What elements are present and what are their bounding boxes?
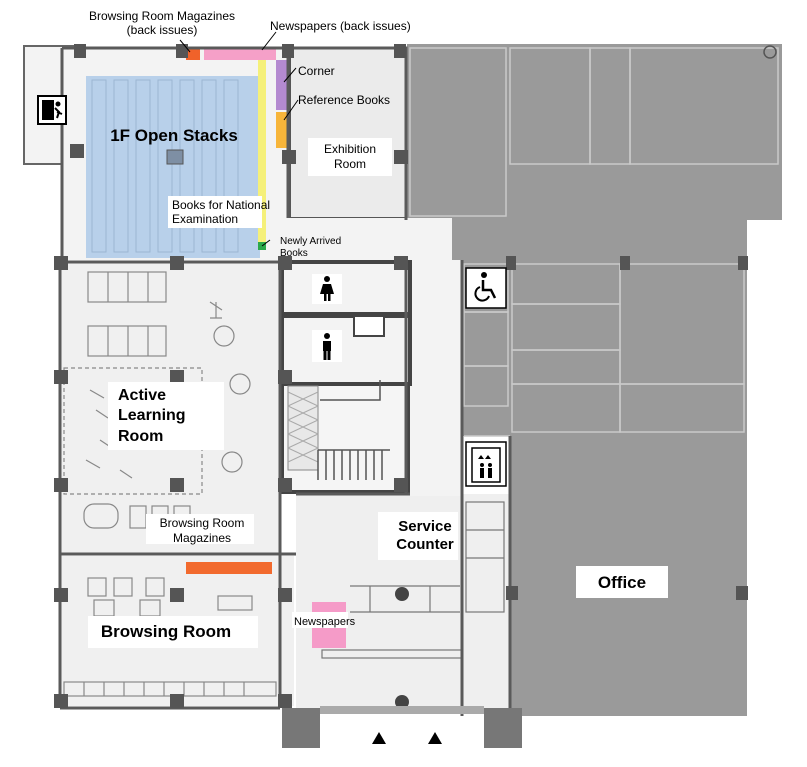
national-exam-label-1: Books for National bbox=[172, 198, 270, 212]
entrance-pillar-right bbox=[484, 708, 522, 748]
exhibition-room-label-1: Exhibition bbox=[324, 142, 376, 156]
newspapers-label: Newspapers bbox=[294, 616, 356, 628]
exhibition-room-label-2: Room bbox=[334, 157, 366, 171]
browsing-magazines-back-label-1: Browsing Room Magazines bbox=[89, 9, 235, 23]
open-stacks-area bbox=[86, 76, 260, 258]
corner-label: Corner bbox=[298, 64, 335, 78]
office-rooms bbox=[409, 47, 779, 437]
newspapers-back-shelf bbox=[204, 48, 276, 60]
national-exam-label-2: Examination bbox=[172, 212, 238, 226]
browsing-room-furniture bbox=[63, 577, 277, 697]
elevator-icon bbox=[465, 441, 507, 487]
wheelchair-icon bbox=[465, 267, 507, 309]
service-column-1 bbox=[395, 587, 409, 601]
leader-lines bbox=[179, 31, 299, 247]
emergency-exit-icon bbox=[37, 95, 67, 125]
office-label: Office bbox=[598, 573, 646, 592]
newspapers-back-label: Newspapers (back issues) bbox=[270, 19, 411, 33]
browsing-magazines-back-label-2: (back issues) bbox=[127, 23, 198, 37]
corner-shelf bbox=[276, 60, 288, 110]
service-counter-label-2: Counter bbox=[396, 536, 454, 553]
service-counter-label-1: Service bbox=[398, 518, 451, 535]
reference-books-label: Reference Books bbox=[298, 93, 390, 107]
stack-shelves bbox=[91, 79, 239, 253]
womens-restroom-icon bbox=[312, 274, 342, 304]
stacks-column bbox=[166, 149, 184, 165]
reference-books-shelf bbox=[276, 112, 288, 148]
newly-arrived-label-1: Newly Arrived bbox=[280, 236, 341, 247]
mens-restroom-icon bbox=[312, 330, 342, 362]
label-backgrounds bbox=[88, 138, 668, 648]
national-exam-shelf bbox=[258, 60, 266, 246]
browsing-magazines-label-1: Browsing Room bbox=[160, 516, 245, 530]
service-corridor bbox=[410, 260, 462, 496]
active-learning-label-2: Learning bbox=[118, 407, 186, 424]
mens-restroom bbox=[280, 314, 412, 386]
open-stacks-label: 1F Open Stacks bbox=[110, 126, 238, 145]
newly-arrived-label-2: Books bbox=[280, 248, 308, 259]
active-learning-label-1: Active bbox=[118, 387, 166, 404]
browsing-room-label: Browsing Room bbox=[101, 622, 231, 641]
womens-restroom bbox=[280, 260, 412, 316]
staircase bbox=[280, 380, 410, 494]
entrance-arrow-icon bbox=[372, 732, 442, 744]
active-learning-furniture bbox=[63, 271, 251, 529]
active-learning-label-3: Room bbox=[118, 428, 163, 445]
corner-fixture-icon bbox=[763, 45, 777, 59]
entrance-doorway bbox=[320, 706, 484, 714]
restroom-stall bbox=[353, 315, 385, 337]
entrance-pillar-left bbox=[282, 708, 320, 748]
browsing-magazines-shelf bbox=[186, 562, 272, 574]
browsing-magazines-label-2: Magazines bbox=[173, 531, 231, 545]
structural-columns bbox=[54, 44, 748, 708]
service-column-2 bbox=[395, 695, 409, 709]
